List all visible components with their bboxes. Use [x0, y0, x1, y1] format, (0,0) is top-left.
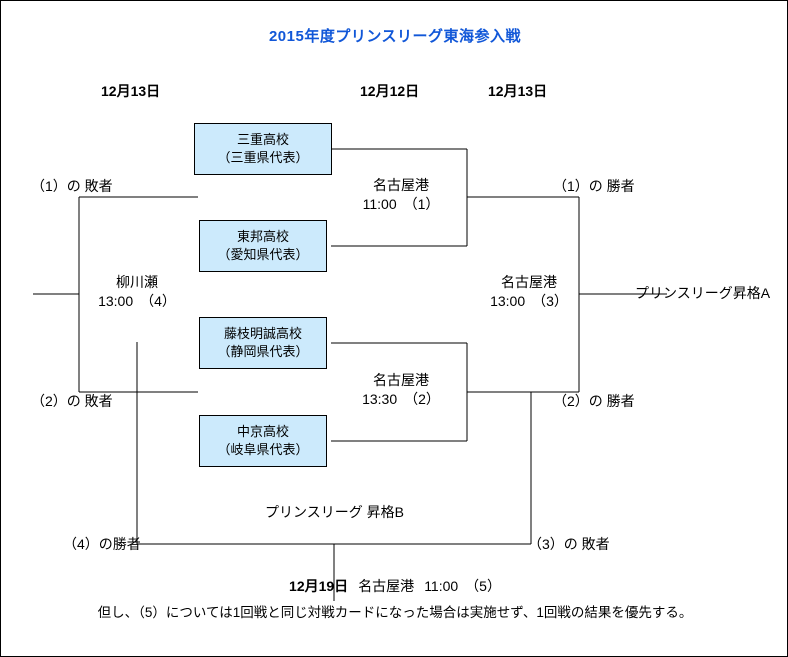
footer-venue: 名古屋港 [358, 578, 415, 594]
team-box-3: 藤枝明誠高校 （静岡県代表） [199, 317, 327, 369]
label-loser-1: （1）の 敗者 [31, 178, 113, 194]
match-2-venue: 名古屋港 [373, 372, 429, 388]
label-winner-4: （4）の勝者 [63, 536, 141, 552]
team-box-1: 三重高校 （三重県代表） [194, 123, 332, 175]
label-loser-3: （3）の 敗者 [528, 536, 610, 552]
match-1-venue: 名古屋港 [373, 177, 429, 193]
label-loser-2: （2）の 敗者 [31, 393, 113, 409]
match-3-venue: 名古屋港 [501, 274, 557, 290]
footer-date: 12月19日 [289, 578, 349, 594]
match-2: 名古屋港 13:30 （2） [337, 371, 465, 409]
page-title: 2015年度プリンスリーグ東海参入戦 [268, 28, 522, 45]
match-4-time: 13:00 （4） [98, 292, 176, 309]
label-winner-1: （1）の 勝者 [553, 178, 635, 194]
match-1: 名古屋港 11:00 （1） [337, 176, 465, 214]
label-promotion-a: プリンスリーグ昇格A [635, 285, 771, 301]
team-pref-1: （三重県代表） [217, 150, 309, 165]
team-pref-4: （岐阜県代表） [217, 442, 309, 457]
label-promotion-b: プリンスリーグ 昇格B [265, 504, 404, 520]
team-name-1: 三重高校 [236, 132, 289, 148]
team-name-3: 藤枝明誠高校 [223, 326, 302, 342]
team-pref-3: （静岡県代表） [217, 344, 309, 359]
label-winner-2: （2）の 勝者 [553, 393, 635, 409]
footer-time: 11:00 （5） [424, 578, 501, 594]
date-header-right: 12月13日 [488, 83, 548, 99]
team-box-2: 東邦高校 （愛知県代表） [199, 220, 327, 272]
footer-note: 但し、（5）については1回戦と同じ対戦カードになった場合は実施せず、1回戦の結果… [97, 605, 693, 620]
match-4: 柳川瀬 13:00 （4） [73, 273, 201, 311]
match-2-time: 13:30 （2） [362, 390, 440, 407]
date-header-left: 12月13日 [101, 83, 161, 99]
team-name-2: 東邦高校 [236, 229, 289, 245]
match-1-time: 11:00 （1） [362, 195, 440, 212]
match-3: 名古屋港 13:00 （3） [465, 273, 593, 311]
date-header-middle: 12月12日 [360, 83, 420, 99]
match-3-time: 13:00 （3） [490, 292, 568, 309]
team-name-4: 中京高校 [236, 424, 289, 440]
match-4-venue: 柳川瀬 [116, 274, 158, 290]
footer-final-match: 12月19日名古屋港 11:00 （5） [1, 576, 787, 596]
team-box-4: 中京高校 （岐阜県代表） [199, 415, 327, 467]
team-pref-2: （愛知県代表） [217, 247, 309, 262]
